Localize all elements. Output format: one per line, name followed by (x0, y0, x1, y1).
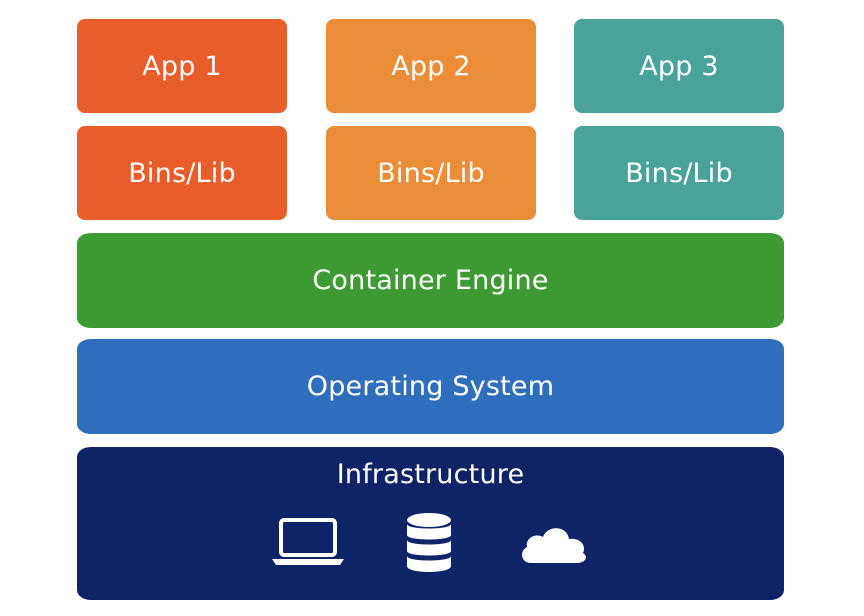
app-3-box: App 3 (574, 19, 784, 113)
app-2-box: App 2 (326, 19, 536, 113)
cloud-icon (522, 528, 586, 563)
container-engine-layer: Container Engine (77, 233, 784, 328)
app-2-label: App 2 (391, 50, 471, 82)
bins-lib-1-label: Bins/Lib (128, 157, 236, 189)
laptop-icon (272, 518, 344, 565)
app-1-label: App 1 (142, 50, 222, 82)
operating-system-label: Operating System (306, 371, 555, 402)
infrastructure-icons (77, 509, 784, 579)
app-1-box: App 1 (77, 19, 287, 113)
container-engine-label: Container Engine (312, 265, 549, 296)
bins-lib-1-box: Bins/Lib (77, 126, 287, 220)
bins-lib-2-box: Bins/Lib (326, 126, 536, 220)
database-icon (407, 513, 451, 572)
bins-lib-3-box: Bins/Lib (574, 126, 784, 220)
operating-system-layer: Operating System (77, 339, 784, 434)
bins-lib-2-label: Bins/Lib (377, 157, 485, 189)
infrastructure-layer: Infrastructure (77, 447, 784, 600)
infrastructure-label: Infrastructure (336, 459, 525, 490)
app-3-label: App 3 (639, 50, 719, 82)
bins-lib-3-label: Bins/Lib (625, 157, 733, 189)
